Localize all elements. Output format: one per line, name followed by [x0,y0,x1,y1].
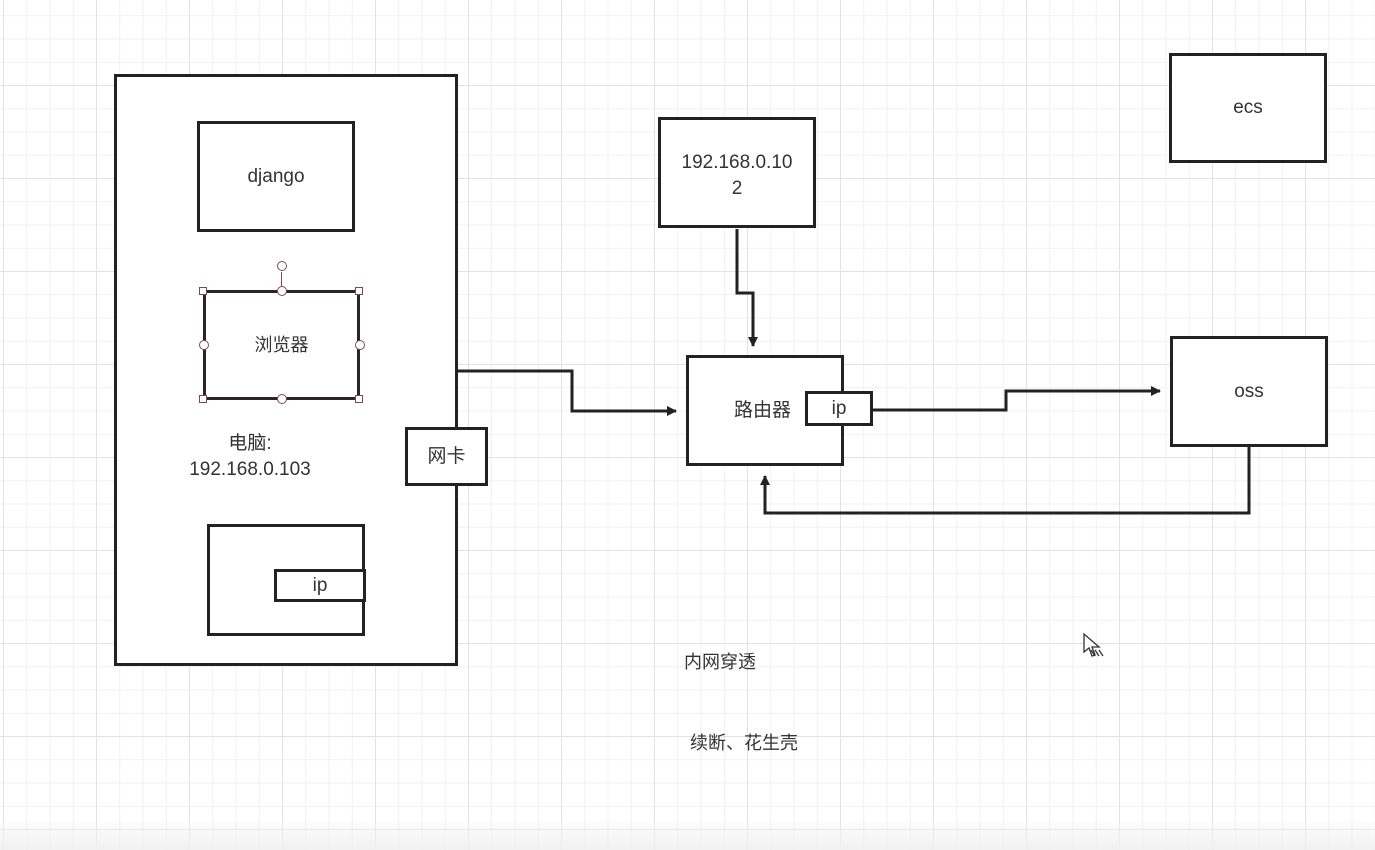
inner-ip-node[interactable]: ip [274,569,366,602]
router-ip-label: ip [831,397,847,419]
browser-node[interactable]: 浏览器 [203,290,360,400]
note-tools[interactable]: 续断、花生壳 [690,733,798,753]
host-102-label-line1: 192.168.0.10 [681,152,793,173]
resize-handle-se[interactable] [355,395,363,403]
inner-ip-label: ip [312,574,328,596]
nic-node[interactable]: 网卡 [405,427,488,486]
computer-label: 电脑: 192.168.0.103 [170,431,330,482]
computer-label-title: 电脑: [228,433,272,454]
resize-handle-ne[interactable] [355,287,363,295]
django-node[interactable]: django [197,121,355,232]
edge-routerip-to-oss[interactable] [873,386,1161,412]
edge-computer-to-router[interactable] [458,369,677,416]
rotate-handle-stem [281,272,282,290]
nic-label: 网卡 [427,445,466,467]
router-ip-node[interactable]: ip [805,391,873,426]
edge-host102-to-router[interactable] [735,229,758,347]
django-label: django [247,165,305,187]
host-102-node[interactable]: 192.168.0.10 2 [658,117,816,228]
note-intranet-penetration[interactable]: 内网穿透 [684,652,756,672]
resize-handle-e[interactable] [355,340,365,350]
oss-node[interactable]: oss [1170,336,1328,447]
resize-handle-sw[interactable] [199,395,207,403]
rotate-handle[interactable] [277,261,287,271]
ecs-node[interactable]: ecs [1169,53,1327,163]
canvas-bottom-edge [0,822,1375,850]
mouse-cursor-icon [1083,632,1104,657]
router-label: 路由器 [734,399,792,421]
oss-label: oss [1234,380,1264,402]
resize-handle-nw[interactable] [199,287,207,295]
resize-handle-s[interactable] [277,394,287,404]
host-102-label-line2: 2 [731,177,743,199]
ecs-label: ecs [1233,97,1263,119]
computer-label-ip: 192.168.0.103 [189,458,311,480]
browser-label: 浏览器 [254,334,309,355]
resize-handle-n[interactable] [277,286,287,296]
resize-handle-w[interactable] [199,340,209,350]
